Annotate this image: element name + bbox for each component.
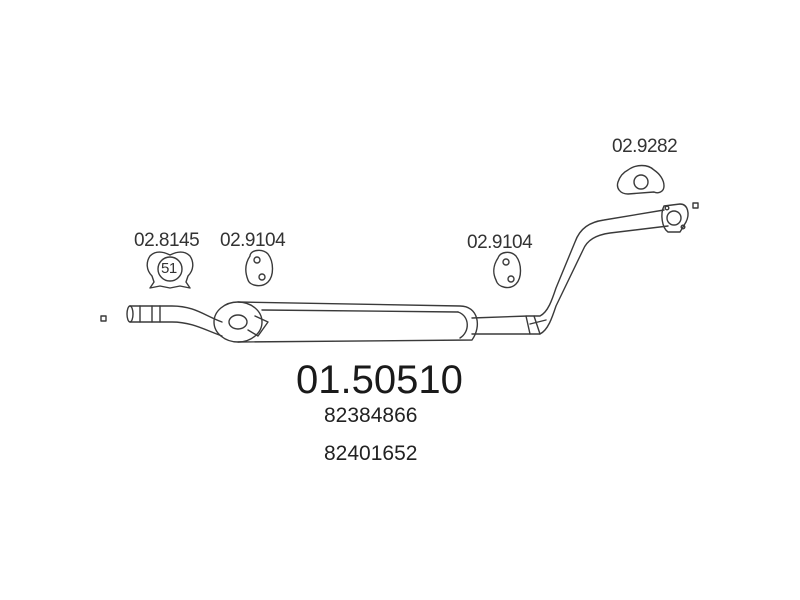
clamp-size-mark: 51 [161, 260, 177, 277]
clamp-icon [146, 251, 194, 289]
hanger-right-part-number: 02.9104 [467, 232, 533, 253]
gasket-icon [616, 164, 665, 195]
rubber-hanger-icon [245, 249, 274, 287]
clamp-part-number: 02.8145 [134, 230, 200, 251]
front-pipe [471, 209, 669, 335]
oe-number: 82401652 [324, 442, 418, 465]
pipe-flange [661, 203, 689, 233]
right-end-marker [692, 202, 699, 209]
oe-number: 82384866 [324, 404, 418, 427]
rubber-hanger-icon [493, 251, 522, 289]
hanger-left-part-number: 02.9104 [220, 230, 286, 251]
silencer-body [213, 301, 479, 343]
tail-pipe [126, 305, 223, 337]
left-end-marker [100, 315, 107, 322]
gasket-part-number: 02.9282 [612, 136, 678, 157]
main-part-number: 01.50510 [296, 358, 463, 402]
